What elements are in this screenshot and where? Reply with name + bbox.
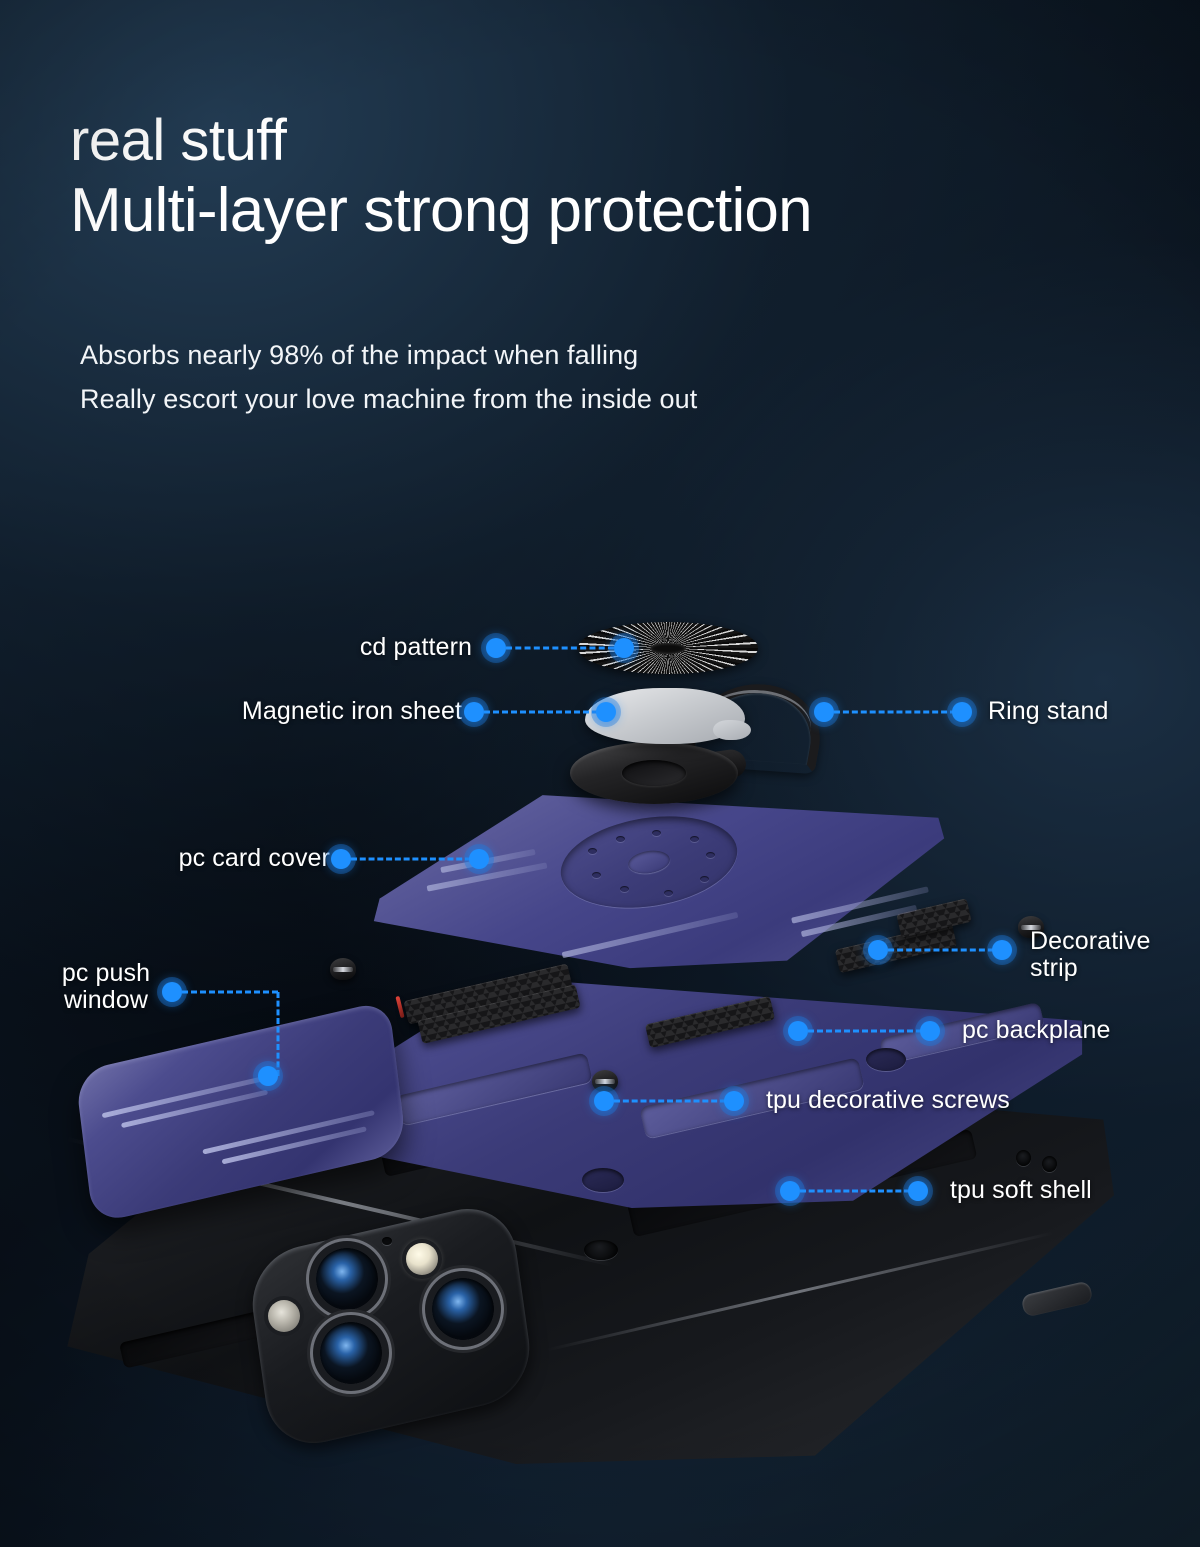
callout-dot-pc-push-window-label[interactable] [162, 982, 182, 1002]
callout-label-cd-pattern: cd pattern [359, 633, 472, 661]
card-cover-hole [664, 890, 673, 896]
callout-line-ring-stand [834, 710, 956, 714]
callout-line-tpu-decorative-screws [614, 1099, 726, 1103]
callout-line-tpu-soft-shell [800, 1189, 910, 1193]
camera-lens-ultrawide [320, 1322, 382, 1384]
callout-line-pc-backplane [808, 1029, 922, 1033]
eyebrow-text: real stuff [70, 108, 287, 173]
callout-line-pc-push-window-h [182, 990, 278, 994]
callout-dot-pc-card-cover-target[interactable] [469, 849, 489, 869]
callout-dot-cd-pattern-label[interactable] [486, 638, 506, 658]
subtitle-line-2: Really escort your love machine from the… [80, 383, 698, 414]
card-cover-hole [616, 836, 625, 842]
speaker-hole [1042, 1156, 1057, 1172]
camera-lens-wide [316, 1248, 378, 1310]
callout-dot-tpu-soft-shell-target[interactable] [780, 1181, 800, 1201]
callout-label-pc-backplane: pc backplane [962, 1016, 1111, 1044]
card-cover-hole [620, 886, 629, 892]
callout-line-pc-push-window-v [276, 992, 280, 1076]
callout-dot-cd-pattern-target[interactable] [614, 638, 634, 658]
callout-dot-pc-card-cover-label[interactable] [331, 849, 351, 869]
callout-label-pc-push-window: pc push window [61, 959, 151, 1014]
callout-label-decorative-strip: Decorative strip [1030, 927, 1151, 982]
camera-lens-tele [432, 1278, 494, 1340]
callout-dot-tpu-decorative-screws-label[interactable] [724, 1091, 744, 1111]
callout-dot-tpu-soft-shell-label[interactable] [908, 1181, 928, 1201]
callout-label-magnetic-iron-sheet: Magnetic iron sheet [241, 697, 462, 725]
backplane-hole [582, 1168, 624, 1192]
side-button-cutout [1020, 1280, 1094, 1318]
tpu-decorative-screw [330, 958, 356, 980]
callout-label-ring-stand: Ring stand [988, 697, 1109, 725]
card-cover-hole [700, 876, 709, 882]
callout-dot-ring-stand-label[interactable] [952, 702, 972, 722]
callout-dot-tpu-decorative-screws-target[interactable] [594, 1091, 614, 1111]
callout-line-magnetic-iron-sheet [484, 710, 598, 714]
callout-dot-decorative-strip-label[interactable] [992, 940, 1012, 960]
header-block: real stuff Multi-layer strong protection [70, 108, 1170, 246]
tpu-decorative-screw [592, 1070, 618, 1092]
callout-line-pc-card-cover [351, 857, 471, 861]
ring-holder-base [570, 742, 738, 804]
callout-label-tpu-soft-shell: tpu soft shell [950, 1176, 1092, 1204]
card-cover-hole [706, 852, 715, 858]
page-title: Multi-layer strong protection [70, 176, 813, 245]
camera-flash [406, 1243, 438, 1275]
callout-dot-ring-stand-target[interactable] [814, 702, 834, 722]
camera-lidar-sensor [268, 1300, 300, 1332]
speaker-hole [1016, 1150, 1031, 1166]
callout-line-cd-pattern [506, 646, 614, 650]
callout-dot-magnetic-iron-sheet-target[interactable] [596, 702, 616, 722]
camera-port-hole [584, 1240, 618, 1260]
callout-dot-decorative-strip-target[interactable] [868, 940, 888, 960]
card-cover-hole [588, 848, 597, 854]
backplane-hole [866, 1048, 906, 1071]
camera-microphone [382, 1237, 392, 1245]
callout-dot-magnetic-iron-sheet-label[interactable] [464, 702, 484, 722]
callout-dot-pc-push-window-target[interactable] [258, 1066, 278, 1086]
subtitle-block: Absorbs nearly 98% of the impact when fa… [80, 334, 1130, 421]
callout-dot-pc-backplane-label[interactable] [920, 1021, 940, 1041]
callout-label-pc-card-cover: pc card cover [178, 844, 330, 872]
card-cover-hole [652, 830, 661, 836]
callout-dot-pc-backplane-target[interactable] [788, 1021, 808, 1041]
callout-line-decorative-strip [888, 948, 994, 952]
subtitle-line-1: Absorbs nearly 98% of the impact when fa… [80, 340, 639, 370]
callout-label-tpu-decorative-screws: tpu decorative screws [766, 1086, 1010, 1114]
card-cover-hole [592, 872, 601, 878]
card-cover-hole [690, 836, 699, 842]
red-accent-mark [395, 995, 405, 1019]
